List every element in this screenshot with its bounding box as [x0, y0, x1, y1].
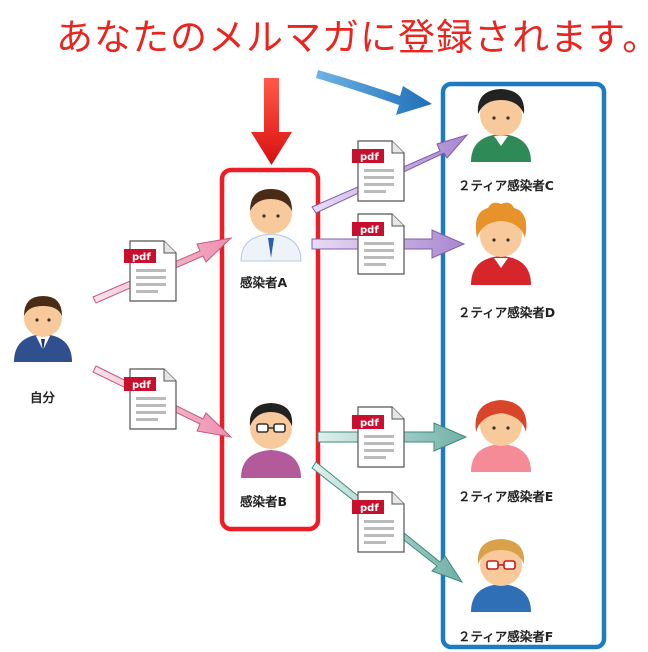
pdf-document-icon: pdf [124, 368, 177, 430]
person-suit-icon [14, 296, 72, 362]
banner-text: あなたのメルマガに登録されます。 [56, 16, 648, 59]
second-tier-group-box [440, 81, 607, 650]
pdf-label: pdf [360, 418, 379, 429]
person-green-icon [471, 89, 531, 162]
label-tier2-e: ２ティア感染者E [458, 489, 553, 504]
label-tier2-f: ２ティア感染者F [458, 629, 553, 644]
pdf-label: pdf [132, 252, 151, 263]
pdf-document-icon: pdf [352, 406, 405, 468]
label-tier2-d: ２ティア感染者D [458, 305, 555, 320]
pdf-document-icon: pdf [352, 491, 405, 553]
person-pink-icon [471, 400, 531, 472]
person-red-icon [471, 202, 531, 285]
red-down-arrow [251, 78, 292, 165]
label-infected-b: 感染者B [240, 494, 287, 509]
label-tier2-c: ２ティア感染者C [458, 178, 554, 193]
pdf-label: pdf [132, 380, 151, 391]
person-shirt-tie-icon [240, 189, 302, 262]
pdf-label: pdf [360, 152, 379, 163]
pdf-label: pdf [360, 503, 379, 514]
label-self: 自分 [30, 390, 56, 405]
blue-pointer-arrow [316, 70, 432, 115]
label-infected-a: 感染者A [240, 275, 288, 290]
pdf-document-icon: pdf [352, 213, 405, 275]
pdf-document-icon: pdf [352, 140, 405, 202]
person-glasses-blue-icon [471, 539, 531, 612]
pdf-document-icon: pdf [124, 240, 177, 302]
pdf-label: pdf [360, 225, 379, 236]
first-tier-group-box [219, 167, 321, 532]
person-glasses-icon [241, 403, 301, 478]
